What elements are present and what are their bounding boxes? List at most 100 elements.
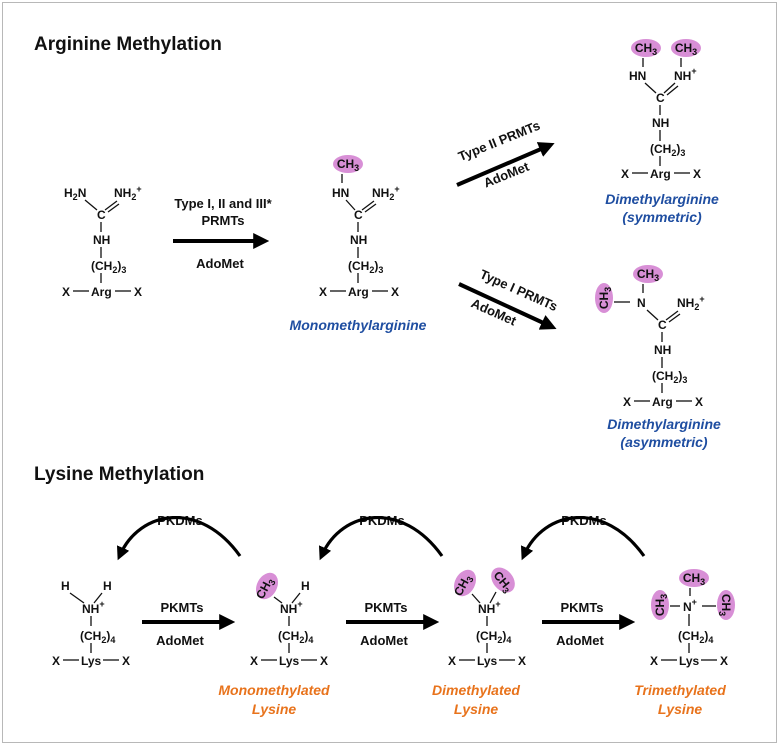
nh-group: NH xyxy=(350,233,367,247)
x-right: X xyxy=(693,167,701,181)
ch3-highlight xyxy=(491,567,515,593)
nh-plus-group: NH+ xyxy=(280,599,303,616)
nh-plus-group: NH+ xyxy=(82,599,105,616)
x-right: X xyxy=(391,285,399,299)
ch3-highlight xyxy=(333,155,363,173)
ch3-group: CH3 xyxy=(683,571,705,587)
x-left: X xyxy=(448,654,456,668)
pkmts-label-1: PKMTs xyxy=(160,600,203,615)
monomethylated-label-line2: Lysine xyxy=(252,701,297,717)
dimethylated-lysine: CH3 CH3 NH+ (CH2)4 X Lys X xyxy=(448,567,526,668)
arg-residue: Arg xyxy=(348,285,369,299)
ch3-highlight xyxy=(679,569,709,587)
pkmts-label-2: PKMTs xyxy=(364,600,407,615)
ch2-3-chain: (CH2)3 xyxy=(91,259,126,275)
monomethylarginine: CH3 HN NH2+ C NH (CH2)3 X Arg X xyxy=(319,155,400,299)
ch2-3-chain: (CH2)3 xyxy=(348,259,383,275)
x-left: X xyxy=(52,654,60,668)
ch3-highlight-vertical xyxy=(651,590,669,620)
ch2-3-chain: (CH2)3 xyxy=(652,369,687,385)
trimethylated-lysine: CH3 CH3 CH3 N+ (CH2)4 X Lys X xyxy=(650,569,735,668)
nh-plus-group: NH+ xyxy=(478,599,501,616)
step2b-labels: Type I PRMTs AdoMet xyxy=(469,266,560,328)
arg-residue: Arg xyxy=(650,167,671,181)
x-left: X xyxy=(623,395,631,409)
arg-residue: Arg xyxy=(91,285,112,299)
nh2-plus-group: NH2+ xyxy=(677,294,705,312)
trimethylated-label-line2: Lysine xyxy=(658,701,703,717)
nh-group: NH xyxy=(93,233,110,247)
ch3-group: CH3 xyxy=(337,157,359,173)
adomet-label-1: AdoMet xyxy=(156,633,204,648)
ch3-group-vertical: CH3 xyxy=(653,594,669,616)
ch2-4-chain: (CH2)4 xyxy=(678,629,713,645)
ch3-highlight-vertical xyxy=(595,283,613,313)
step1-cofactor: AdoMet xyxy=(196,256,244,271)
nh2-plus-group: NH2+ xyxy=(372,184,400,202)
lys-residue: Lys xyxy=(477,654,498,668)
lysine-section-title: Lysine Methylation xyxy=(34,464,204,485)
arginine-section-title: Arginine Methylation xyxy=(34,34,222,55)
symmetric-dimethylarginine: CH3 CH3 HN NH+ C NH (CH2)3 X Arg X xyxy=(621,39,701,181)
ch2-4-chain: (CH2)4 xyxy=(80,629,115,645)
h-atom-right: H xyxy=(103,579,112,593)
n-atom: N xyxy=(637,296,646,310)
x-right: X xyxy=(518,654,526,668)
h-atom: H xyxy=(301,579,310,593)
ch3-group-vertical: CH3 xyxy=(717,594,733,616)
h2n-group: H2N xyxy=(64,186,86,202)
ch3-highlight xyxy=(671,39,701,57)
pkdms-arrow-3 xyxy=(520,516,646,561)
x-right: X xyxy=(134,285,142,299)
ch3-group-vertical: CH3 xyxy=(597,287,613,309)
carbon-atom: C xyxy=(656,91,665,105)
step1-enzyme-line2: PRMTs xyxy=(201,213,244,228)
monomethylated-label-line1: Monomethylated xyxy=(218,682,330,698)
n-plus-atom: N+ xyxy=(683,597,697,614)
asymmetric-label-line2: (asymmetric) xyxy=(620,434,707,450)
nh2-plus-group: NH2+ xyxy=(114,184,142,202)
x-left: X xyxy=(62,285,70,299)
carbon-atom: C xyxy=(97,208,106,222)
nh-group: NH xyxy=(654,343,671,357)
carbon-atom: C xyxy=(354,208,363,222)
lys-residue: Lys xyxy=(279,654,300,668)
step1-enzyme-line1: Type I, II and III* xyxy=(174,196,272,211)
dimethylated-label-line2: Lysine xyxy=(454,701,499,717)
pkdms-arrow-1 xyxy=(116,516,242,561)
nh-group: NH xyxy=(652,116,669,130)
pkmts-label-3: PKMTs xyxy=(560,600,603,615)
step2a-arrow xyxy=(456,142,555,187)
adomet-label-2: AdoMet xyxy=(360,633,408,648)
x-right: X xyxy=(320,654,328,668)
x-right: X xyxy=(695,395,703,409)
ch2-4-chain: (CH2)4 xyxy=(476,629,511,645)
monomethylarginine-label: Monomethylarginine xyxy=(290,317,427,333)
ch3-highlight xyxy=(631,39,661,57)
ch3-highlight-vertical xyxy=(717,590,735,620)
x-left: X xyxy=(650,654,658,668)
nh-plus-group: NH+ xyxy=(674,66,697,83)
asymmetric-label-line1: Dimethylarginine xyxy=(607,416,721,432)
lys-residue: Lys xyxy=(81,654,102,668)
ch3-highlight xyxy=(453,569,477,597)
ch3-group: CH3 xyxy=(635,41,657,57)
carbon-atom: C xyxy=(658,318,667,332)
symmetric-label-line1: Dimethylarginine xyxy=(605,191,719,207)
symmetric-label-line2: (symmetric) xyxy=(622,209,702,225)
h-atom-left: H xyxy=(61,579,70,593)
x-right: X xyxy=(122,654,130,668)
x-left: X xyxy=(621,167,629,181)
ch3-highlight xyxy=(633,265,663,283)
lysine-unmodified: H H NH+ (CH2)4 X Lys X xyxy=(52,579,130,668)
arg-residue: Arg xyxy=(652,395,673,409)
x-right: X xyxy=(720,654,728,668)
dimethylated-label-line1: Dimethylated xyxy=(432,682,520,698)
adomet-label-3: AdoMet xyxy=(556,633,604,648)
arginine-unmodified: H2N NH2+ C NH (CH2)3 X Arg X xyxy=(62,184,142,299)
pkdms-arrow-2 xyxy=(318,516,444,561)
x-left: X xyxy=(250,654,258,668)
ch3-group: CH3 xyxy=(675,41,697,57)
trimethylated-label-line1: Trimethylated xyxy=(634,682,726,698)
